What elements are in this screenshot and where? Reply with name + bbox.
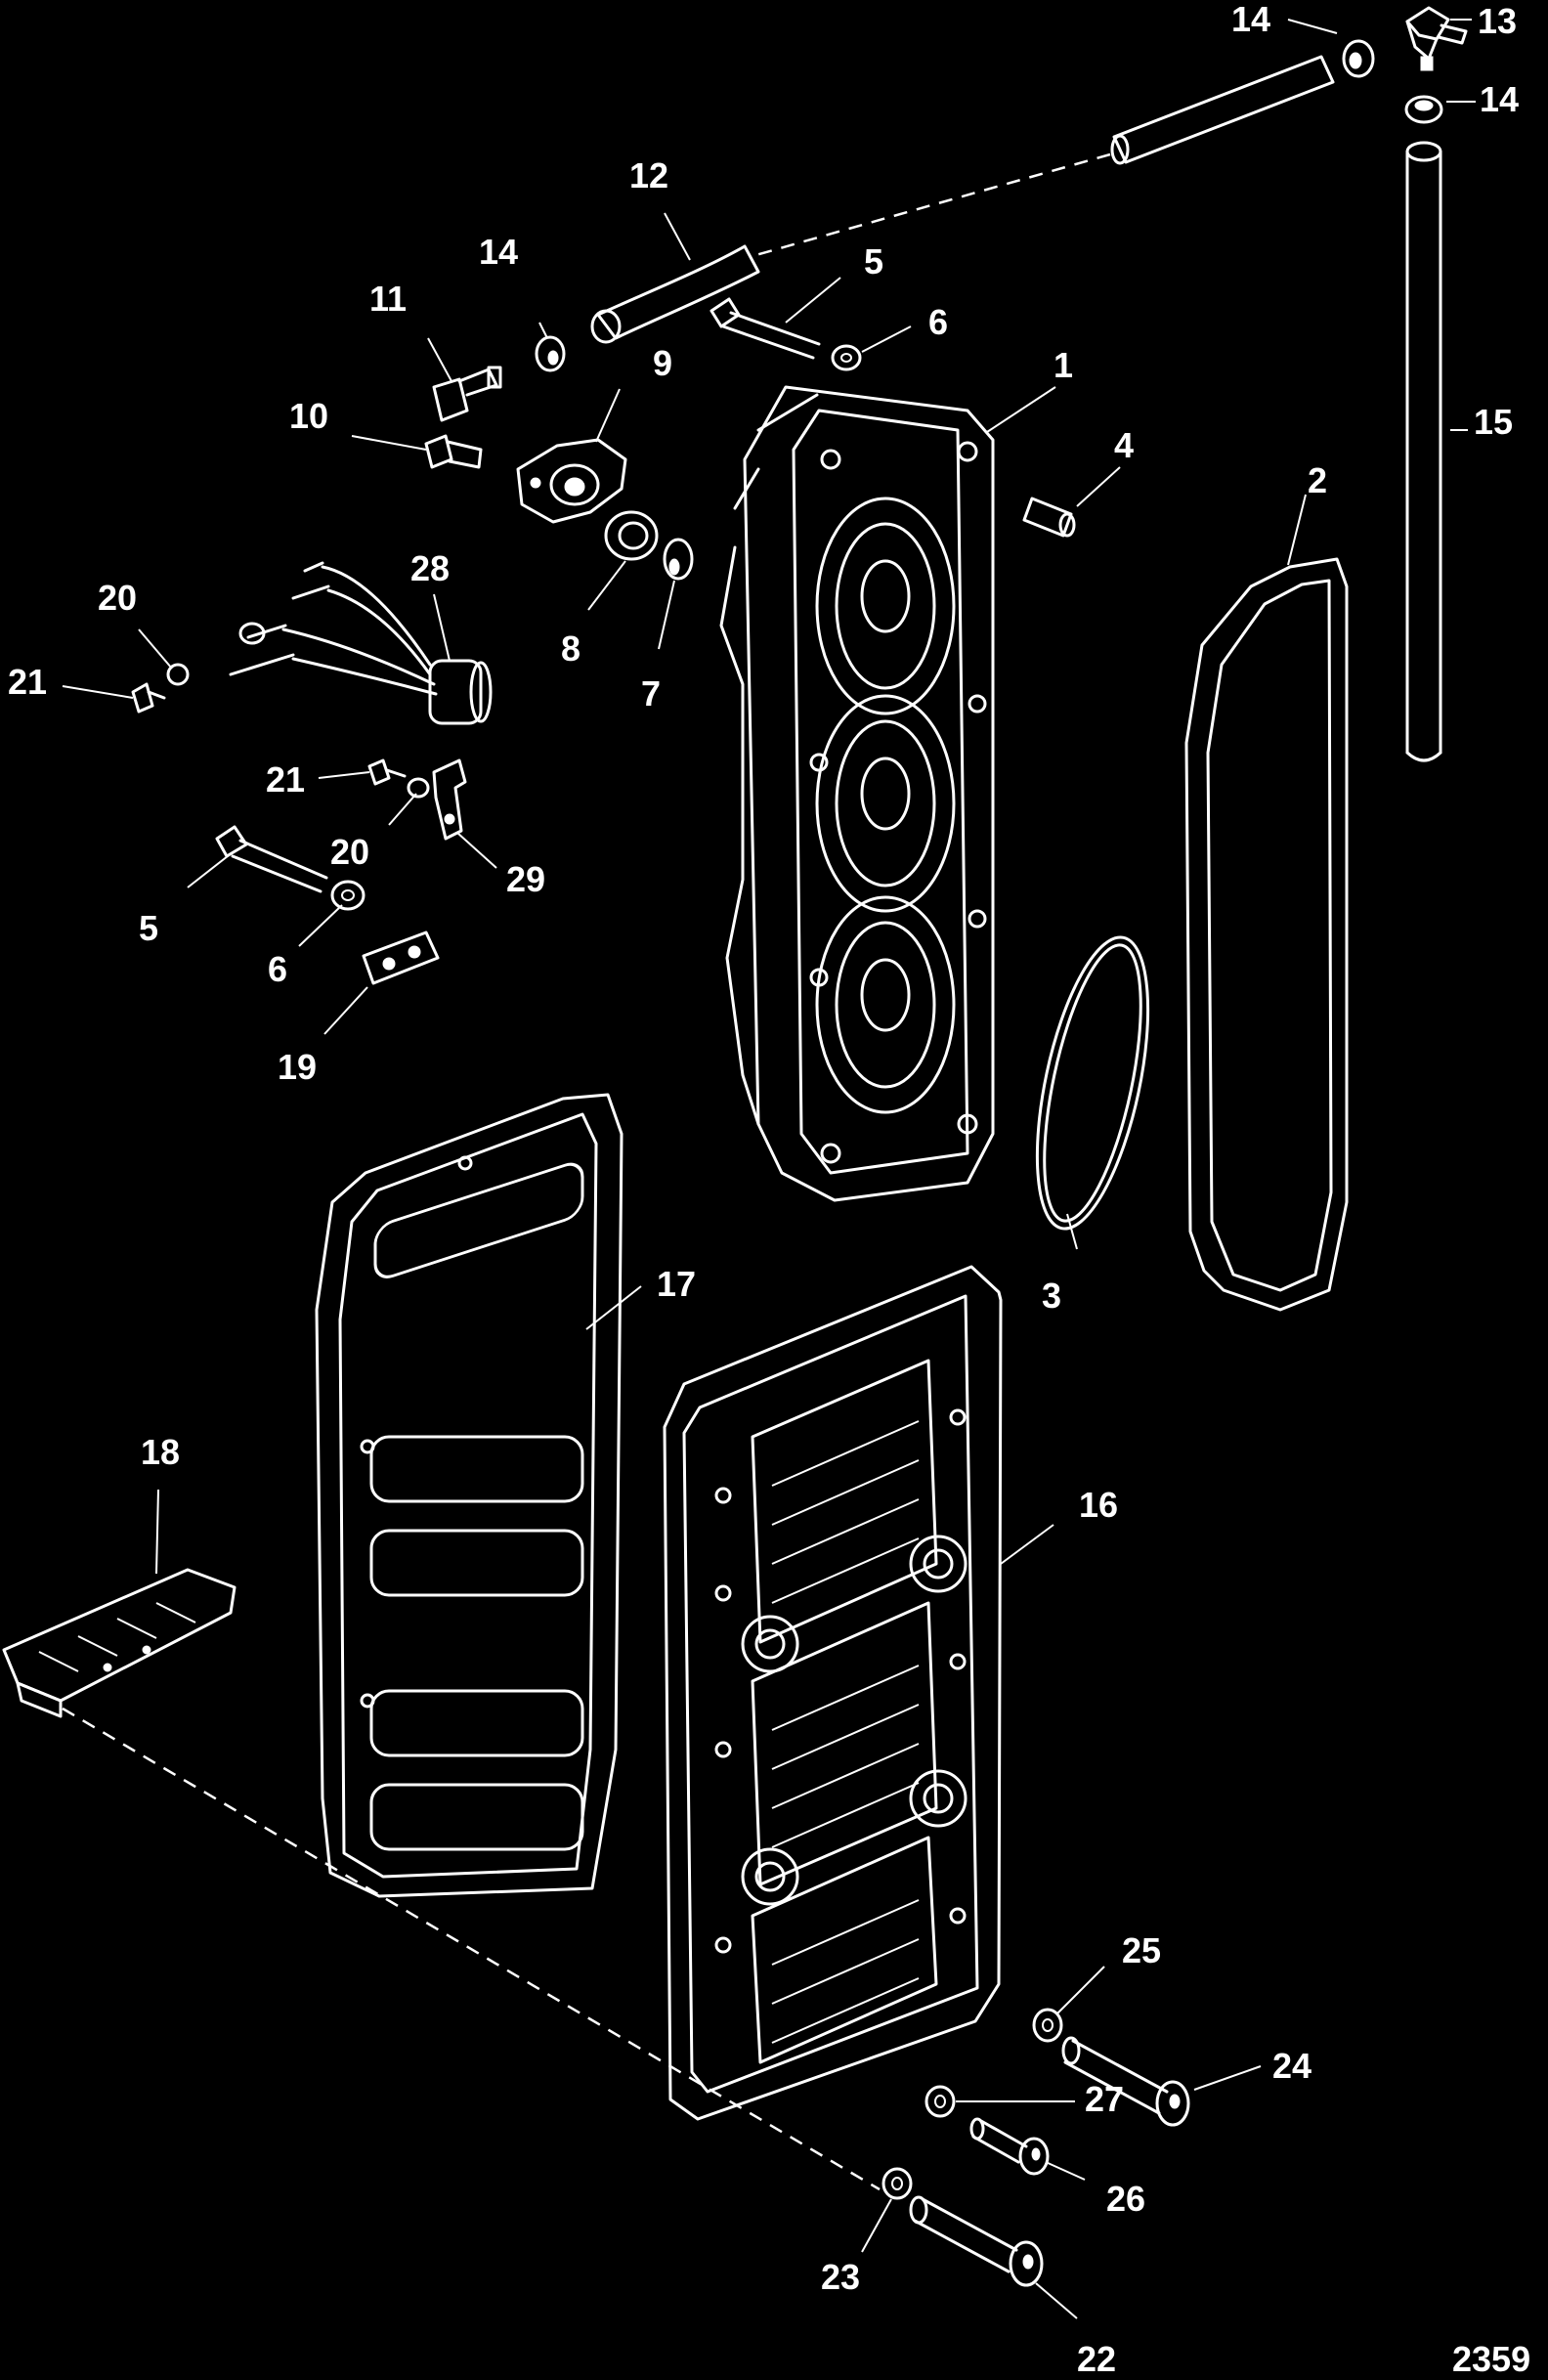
callout-13: 13 — [1478, 1, 1517, 41]
callout-10: 10 — [289, 396, 328, 436]
part-5-bolt-upper — [710, 297, 821, 360]
part-8-seal — [604, 510, 659, 561]
part-4-dowel-pin — [1022, 497, 1076, 538]
part-14-hose-clamp-top — [1342, 39, 1375, 78]
callout-3: 3 — [1042, 1276, 1061, 1316]
part-24-bolt — [1061, 2036, 1190, 2127]
part-2-gasket — [1184, 557, 1349, 1312]
part-26-bolt — [969, 2117, 1050, 2176]
callout-26: 26 — [1106, 2179, 1145, 2219]
callout-21-upper: 21 — [8, 662, 47, 702]
callout-6-lower: 6 — [268, 949, 287, 989]
part-25-washer — [1032, 2008, 1063, 2043]
part-9-housing — [516, 438, 627, 524]
part-11-fitting — [432, 366, 502, 422]
callout-14-right: 14 — [1480, 79, 1519, 119]
callout-1: 1 — [1054, 345, 1073, 385]
callout-16: 16 — [1079, 1485, 1118, 1525]
part-29-bracket — [432, 758, 467, 841]
part-13-elbow-fitting — [1405, 6, 1468, 71]
callout-6-upper: 6 — [928, 302, 948, 342]
callout-11: 11 — [369, 279, 407, 319]
part-6-washer-upper — [831, 344, 862, 371]
callout-29: 29 — [506, 859, 545, 899]
callout-24: 24 — [1272, 2046, 1312, 2086]
part-7-plug — [663, 538, 694, 581]
part-28-harness — [229, 561, 493, 725]
callout-labels: 14 13 14 12 14 5 11 6 9 1 10 15 4 2 28 2… — [8, 0, 1530, 2379]
callout-19: 19 — [278, 1047, 317, 1087]
callout-28: 28 — [410, 548, 450, 588]
part-27-washer — [924, 2085, 956, 2118]
part-16-reed-housing — [663, 1265, 1003, 2121]
callout-21-lower: 21 — [266, 759, 305, 800]
part-15-hose-vertical — [1405, 141, 1442, 762]
callout-18: 18 — [141, 1432, 180, 1472]
hose-routing-line — [752, 152, 1111, 258]
callout-20-upper: 20 — [98, 578, 137, 618]
part-23-washer — [882, 2167, 913, 2200]
part-12-hose-upper — [1110, 55, 1335, 165]
callout-8: 8 — [561, 628, 580, 669]
callout-4: 4 — [1114, 425, 1134, 465]
part-1-cover — [719, 385, 995, 1202]
callout-7: 7 — [641, 673, 661, 714]
callout-23: 23 — [821, 2257, 860, 2297]
callout-14-top: 14 — [1231, 0, 1270, 39]
callout-12: 12 — [629, 155, 668, 195]
part-12-hose-lower — [590, 244, 760, 344]
callout-9: 9 — [653, 343, 672, 383]
callout-5-lower: 5 — [139, 908, 158, 948]
part-14-hose-clamp-left — [535, 335, 566, 372]
part-20-washer-lower — [407, 777, 430, 799]
callout-27: 27 — [1085, 2079, 1124, 2119]
callout-17: 17 — [657, 1264, 696, 1304]
part-6-washer-lower — [330, 880, 366, 911]
figure-number: 2359 — [1452, 2339, 1530, 2379]
reed-alignment-line — [62, 1707, 881, 2191]
callout-15: 15 — [1474, 402, 1513, 442]
callout-25: 25 — [1122, 1930, 1161, 1970]
leader-lines — [62, 19, 1476, 2319]
callout-20-lower: 20 — [330, 832, 369, 872]
part-21-screw-lower — [367, 758, 407, 786]
part-14-hose-clamp-right — [1404, 95, 1443, 124]
part-20-washer-upper — [166, 663, 190, 686]
part-21-screw-upper — [131, 682, 166, 714]
part-3-o-ring — [1035, 935, 1150, 1231]
part-22-bolt — [909, 2195, 1044, 2287]
part-5-bolt-lower — [215, 825, 328, 893]
part-18-reed-valve — [2, 1568, 236, 1718]
callout-2: 2 — [1308, 460, 1327, 500]
part-17-gasket — [315, 1093, 624, 1898]
callout-14-left: 14 — [479, 232, 518, 272]
callout-22: 22 — [1077, 2339, 1116, 2379]
part-19-plate — [362, 930, 440, 985]
part-10-screw — [424, 434, 483, 469]
callout-5-upper: 5 — [864, 241, 883, 281]
